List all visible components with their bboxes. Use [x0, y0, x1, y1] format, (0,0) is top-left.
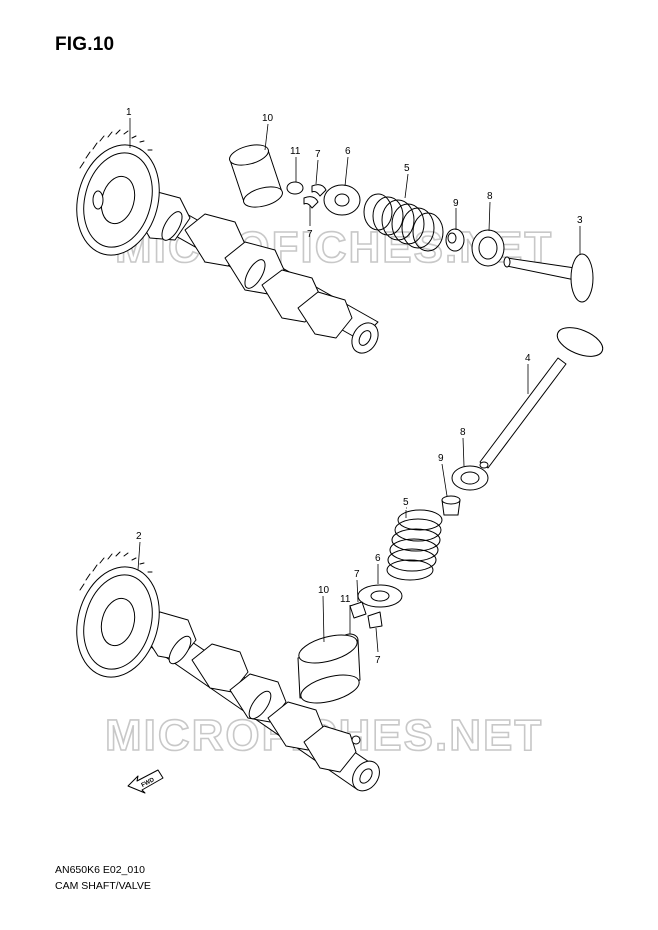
- figure-title: FIG.10: [55, 34, 115, 55]
- leader-lines: [129, 118, 581, 653]
- callout-2: 2: [136, 531, 142, 542]
- camshaft-1: [76, 129, 379, 354]
- callout-5-upper: 5: [404, 163, 410, 174]
- callout-5-lower: 5: [403, 497, 409, 508]
- valve-4: [479, 327, 604, 469]
- callout-10-lower: 10: [318, 585, 330, 596]
- spring-5-upper: [363, 193, 444, 252]
- spring-5-lower: [386, 509, 443, 581]
- forward-arrow-icon: FWD: [127, 769, 164, 794]
- retainer-6-lower: [357, 584, 403, 608]
- callout-6-upper: 6: [345, 146, 351, 157]
- callout-3: 3: [577, 215, 583, 226]
- figure-description: CAM SHAFT/VALVE: [55, 880, 151, 892]
- cotter-7-upper-a: [311, 184, 327, 197]
- tappet-10-upper: [229, 144, 283, 208]
- cotter-7-lower-a: [349, 601, 367, 619]
- callout-7-upper-b: 7: [307, 229, 313, 240]
- cotter-7-upper-b: [303, 196, 319, 209]
- callout-11-upper: 11: [290, 146, 301, 157]
- tappet-10-lower: [297, 634, 361, 704]
- callout-7-lower-a: 7: [354, 569, 360, 580]
- callout-9-upper: 9: [453, 198, 459, 209]
- callout-4: 4: [525, 353, 531, 364]
- callout-8-upper: 8: [487, 191, 493, 202]
- cotter-7-lower-b: [367, 611, 383, 629]
- oil-seal-9-lower: [441, 495, 461, 516]
- oil-seal-9-upper: [445, 228, 465, 252]
- callout-7-lower-b: 7: [375, 655, 381, 666]
- callout-6-lower: 6: [375, 553, 381, 564]
- shim-11-upper: [286, 181, 304, 195]
- valve-3: [503, 253, 594, 303]
- callout-9-lower: 9: [438, 453, 444, 464]
- callout-11-lower: 11: [340, 594, 351, 605]
- callout-10-upper: 10: [262, 113, 274, 124]
- figure-code: AN650K6 E02_010: [55, 864, 145, 876]
- spring-seat-8-upper: [471, 229, 505, 267]
- callout-1: 1: [126, 107, 132, 118]
- callout-8-lower: 8: [460, 427, 466, 438]
- camshaft-2: [76, 551, 380, 792]
- callout-7-upper-a: 7: [315, 149, 321, 160]
- spring-seat-8-lower: [451, 465, 489, 491]
- retainer-6-upper: [323, 184, 361, 216]
